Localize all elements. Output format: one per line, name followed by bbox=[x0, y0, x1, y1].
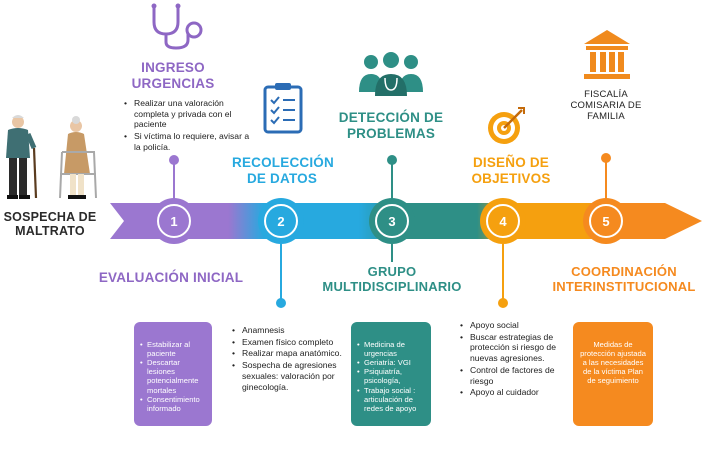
step-3-box-item: Psiquiatría, psicología, bbox=[357, 367, 427, 385]
step-3-top-dot bbox=[387, 155, 397, 165]
step-4-list: Apoyo social Buscar estrategias de prote… bbox=[460, 320, 562, 399]
step-1-box-item: Estabilizar al paciente bbox=[140, 340, 208, 358]
step-5-number: 5 bbox=[602, 213, 610, 229]
step-2-list-item: Realizar mapa anatómico. bbox=[232, 348, 346, 359]
step-2-dot bbox=[276, 298, 286, 308]
step-3-box: Medicina de urgencias Geriatría: VGI Psi… bbox=[351, 322, 431, 426]
step-1-connector bbox=[173, 160, 175, 200]
step-5-box: Medidas de protección ajustada a las nec… bbox=[573, 322, 653, 426]
step-1-box: Estabilizar al paciente Descartar lesion… bbox=[134, 322, 212, 426]
step-4-dot bbox=[498, 298, 508, 308]
step-4-list-item: Control de factores de riesgo bbox=[460, 365, 562, 386]
step-4-heading: DISEÑO DE OBJETIVOS bbox=[471, 155, 551, 186]
step-4-connector bbox=[502, 244, 504, 302]
step-5-box-text: Medidas de protección ajustada a las nec… bbox=[580, 340, 646, 386]
elderly-couple-icon bbox=[6, 115, 97, 199]
step-3-heading: DETECCIÓN DE PROBLEMAS bbox=[338, 110, 444, 141]
step-1-heading: EVALUACIÓN INICIAL bbox=[98, 270, 244, 285]
step-2-number: 2 bbox=[277, 213, 285, 229]
step-1-circle: 1 bbox=[151, 198, 197, 244]
ingreso-heading: INGRESO URGENCIAS bbox=[131, 60, 215, 91]
step-4-circle: 4 bbox=[480, 198, 526, 244]
step-1-box-item: Descartar lesiones potencialmente mortal… bbox=[140, 358, 208, 394]
ingreso-item: Realizar una valoración completa y priva… bbox=[124, 98, 258, 130]
step-2-connector bbox=[280, 244, 282, 302]
step-5-dot bbox=[601, 153, 611, 163]
step-3-box-item: Geriatría: VGI bbox=[357, 358, 427, 367]
step-2-list: Anamnesis Examen físico completo Realiza… bbox=[232, 325, 346, 393]
step-5-top-label: FISCALÍA COMISARIA DE FAMILIA bbox=[570, 89, 642, 122]
step-2-list-item: Anamnesis bbox=[232, 325, 346, 336]
step-3-box-item: Medicina de urgencias bbox=[357, 340, 427, 358]
step-2-circle: 2 bbox=[258, 198, 304, 244]
start-label: SOSPECHA DE MALTRATO bbox=[3, 210, 97, 239]
step-4-list-item: Apoyo social bbox=[460, 320, 562, 331]
step-3-bottom-connector bbox=[391, 244, 393, 262]
step-3-box-item: Trabajo social : articulación de redes d… bbox=[357, 386, 427, 413]
step-4-list-item: Buscar estrategias de protección si ries… bbox=[460, 332, 562, 364]
step-1-number: 1 bbox=[170, 213, 178, 229]
ingreso-list: Realizar una valoración completa y priva… bbox=[124, 98, 258, 154]
step-1-dot bbox=[169, 155, 179, 165]
medical-team-icon bbox=[359, 52, 423, 96]
step-3-sub-heading: GRUPO MULTIDISCIPLINARIO bbox=[322, 264, 462, 294]
step-3-number: 3 bbox=[388, 213, 396, 229]
step-2-list-item: Examen físico completo bbox=[232, 337, 346, 348]
step-5-heading: COORDINACIÓN INTERINSTITUCIONAL bbox=[552, 264, 696, 294]
step-5-connector bbox=[605, 158, 607, 200]
step-5-circle: 5 bbox=[583, 198, 629, 244]
step-3-top-connector bbox=[391, 160, 393, 200]
step-4-list-item: Apoyo al cuidador bbox=[460, 387, 562, 398]
checklist-icon bbox=[263, 83, 303, 134]
ingreso-item: Si víctima lo requiere, avisar a la poli… bbox=[124, 131, 258, 152]
step-1-box-item: Consentimiento informado bbox=[140, 395, 208, 413]
step-3-circle: 3 bbox=[369, 198, 415, 244]
stethoscope-icon bbox=[151, 3, 203, 50]
target-icon bbox=[488, 107, 525, 144]
step-2-heading: RECOLECCIÓN DE DATOS bbox=[232, 155, 334, 186]
step-4-number: 4 bbox=[499, 213, 507, 229]
step-2-list-item: Sospecha de agresiones sexuales: valorac… bbox=[232, 360, 346, 392]
courthouse-icon bbox=[584, 30, 630, 79]
